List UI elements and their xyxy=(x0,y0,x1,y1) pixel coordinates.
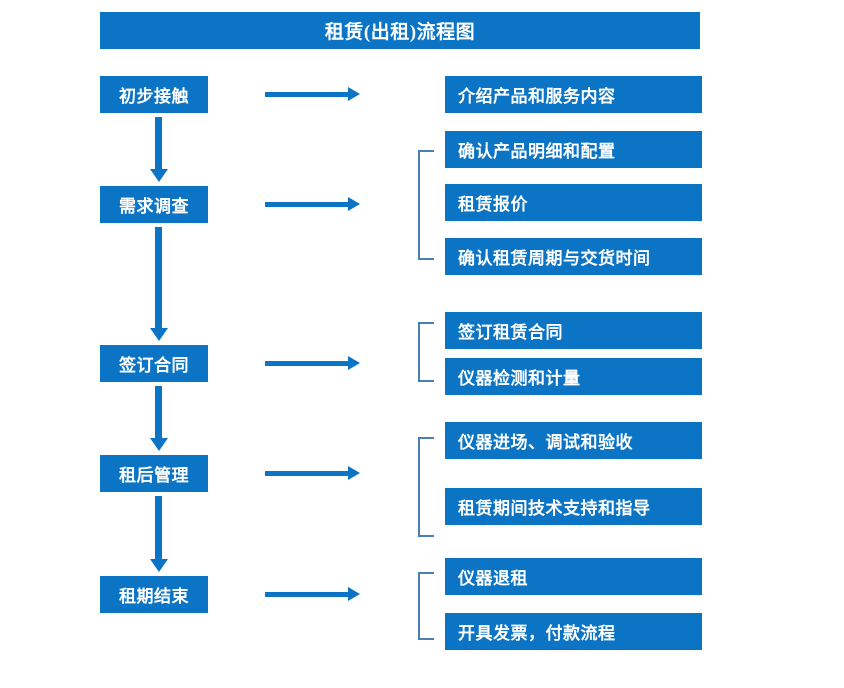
group-bracket-icon-5 xyxy=(418,572,434,640)
group-bracket-icon-2 xyxy=(418,150,434,260)
group-bracket-icon-3 xyxy=(418,322,434,382)
down-arrow-icon-1 xyxy=(150,117,168,182)
detail-box-5-2[interactable]: 开具发票，付款流程 xyxy=(445,613,702,650)
stage-box-1[interactable]: 初步接触 xyxy=(100,76,208,113)
detail-box-4-1[interactable]: 仪器进场、调试和验收 xyxy=(445,422,702,459)
detail-box-2-2[interactable]: 租赁报价 xyxy=(445,184,702,221)
stage-box-3[interactable]: 签订合同 xyxy=(100,345,208,382)
down-arrow-icon-2 xyxy=(150,227,168,341)
detail-box-4-2[interactable]: 租赁期间技术支持和指导 xyxy=(445,488,702,525)
stage-box-2[interactable]: 需求调查 xyxy=(100,186,208,223)
detail-box-2-3[interactable]: 确认租赁周期与交货时间 xyxy=(445,238,702,275)
right-arrow-icon-3 xyxy=(265,356,360,370)
stage-box-5[interactable]: 租期结束 xyxy=(100,576,208,613)
detail-box-3-2[interactable]: 仪器检测和计量 xyxy=(445,358,702,395)
detail-box-1-1[interactable]: 介绍产品和服务内容 xyxy=(445,76,702,113)
down-arrow-icon-3 xyxy=(150,386,168,451)
right-arrow-icon-5 xyxy=(265,587,360,601)
right-arrow-icon-1 xyxy=(265,87,360,101)
group-bracket-icon-4 xyxy=(418,437,434,537)
down-arrow-icon-4 xyxy=(150,496,168,572)
stage-box-4[interactable]: 租后管理 xyxy=(100,455,208,492)
right-arrow-icon-2 xyxy=(265,197,360,211)
detail-box-5-1[interactable]: 仪器退租 xyxy=(445,558,702,595)
detail-box-3-1[interactable]: 签订租赁合同 xyxy=(445,312,702,349)
diagram-title: 租赁(出租)流程图 xyxy=(100,12,700,49)
detail-box-2-1[interactable]: 确认产品明细和配置 xyxy=(445,131,702,168)
right-arrow-icon-4 xyxy=(265,466,360,480)
